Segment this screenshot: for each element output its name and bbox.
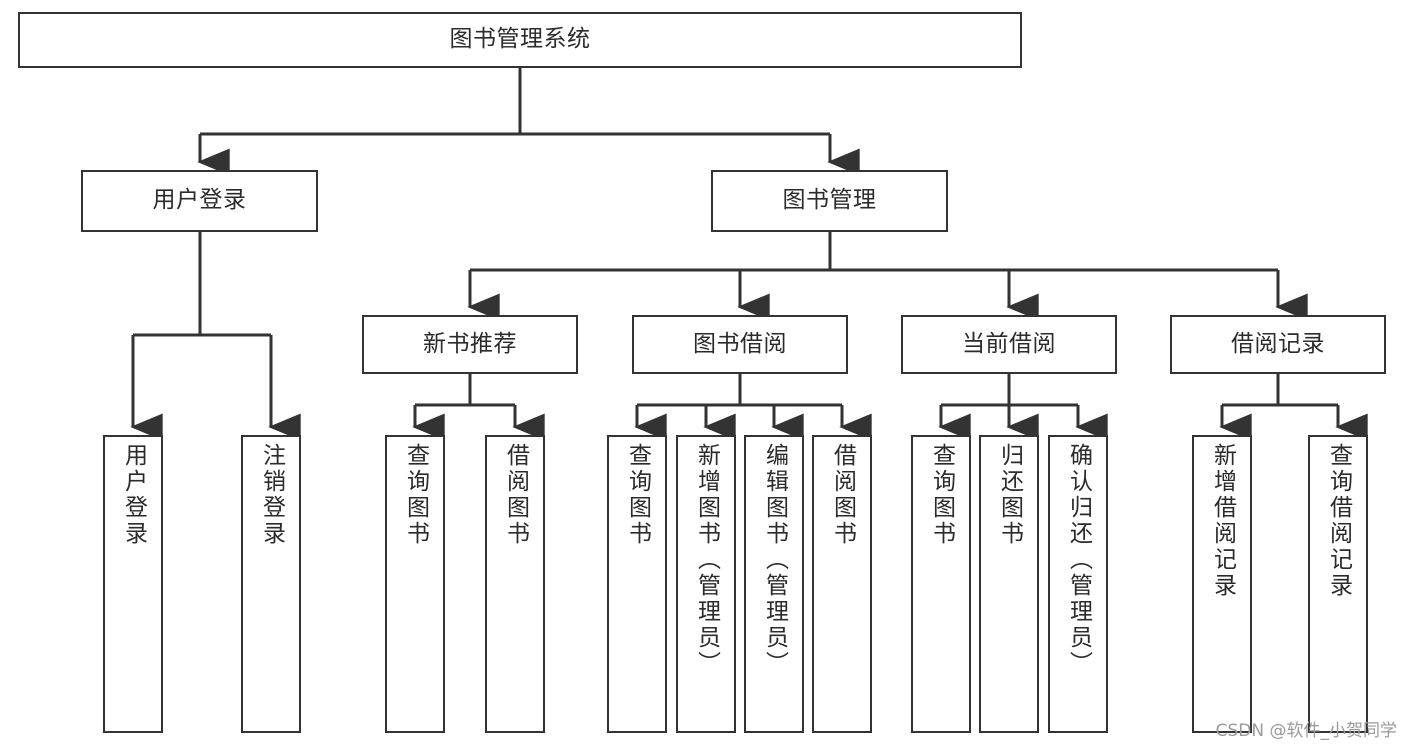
node-label: 借阅图书 [829,443,856,547]
node-root-book-management-system[interactable]: 图书管理系统 [18,12,1022,68]
node-label: 图书借阅 [693,330,787,357]
node-user-login[interactable]: 用户登录 [81,170,318,232]
node-label: 新书推荐 [423,330,517,357]
node-label: 查询图书 [402,443,429,547]
leaf-book-borrow-borrow-book[interactable]: 借阅图书 [812,435,872,733]
node-borrow-record[interactable]: 借阅记录 [1170,315,1386,374]
leaf-book-borrow-edit-book-admin[interactable]: 编辑图书（管理员） [744,435,804,733]
node-book-borrow[interactable]: 图书借阅 [632,315,848,374]
node-label: 编辑图书（管理员） [761,443,788,677]
leaf-user-login-logout[interactable]: 注销登录 [241,435,301,733]
node-book-management[interactable]: 图书管理 [711,170,948,232]
node-label: 用户登录 [120,443,147,547]
node-label: 查询借阅记录 [1325,443,1352,599]
node-label: 图书管理 [782,187,877,214]
node-label: 借阅图书 [502,443,529,547]
leaf-new-book-query-book[interactable]: 查询图书 [385,435,445,733]
leaf-current-borrow-confirm-return-admin[interactable]: 确认归还（管理员） [1048,435,1108,733]
leaf-book-borrow-add-book-admin[interactable]: 新增图书（管理员） [676,435,736,733]
node-label: 新增图书（管理员） [693,443,720,677]
node-current-borrow[interactable]: 当前借阅 [901,315,1117,374]
node-label: 查询图书 [928,443,955,547]
node-label: 注销登录 [258,443,285,547]
node-label: 查询图书 [624,443,651,547]
leaf-book-borrow-query-book[interactable]: 查询图书 [607,435,667,733]
node-label: 用户登录 [152,187,247,214]
leaf-borrow-record-query-record[interactable]: 查询借阅记录 [1308,435,1368,733]
node-label: 当前借阅 [962,330,1056,357]
node-label: 归还图书 [996,443,1023,547]
node-label: 确认归还（管理员） [1065,443,1092,677]
csdn-watermark: CSDN @软件_小贺同学 [1215,721,1397,741]
leaf-current-borrow-return-book[interactable]: 归还图书 [979,435,1039,733]
leaf-current-borrow-query-book[interactable]: 查询图书 [911,435,971,733]
leaf-user-login-login[interactable]: 用户登录 [103,435,163,733]
node-label: 图书管理系统 [449,26,591,53]
node-label: 借阅记录 [1231,330,1325,357]
leaf-borrow-record-add-record[interactable]: 新增借阅记录 [1192,435,1252,733]
node-label: 新增借阅记录 [1209,443,1236,599]
node-new-book-recommend[interactable]: 新书推荐 [362,315,578,374]
leaf-new-book-borrow-book[interactable]: 借阅图书 [485,435,545,733]
